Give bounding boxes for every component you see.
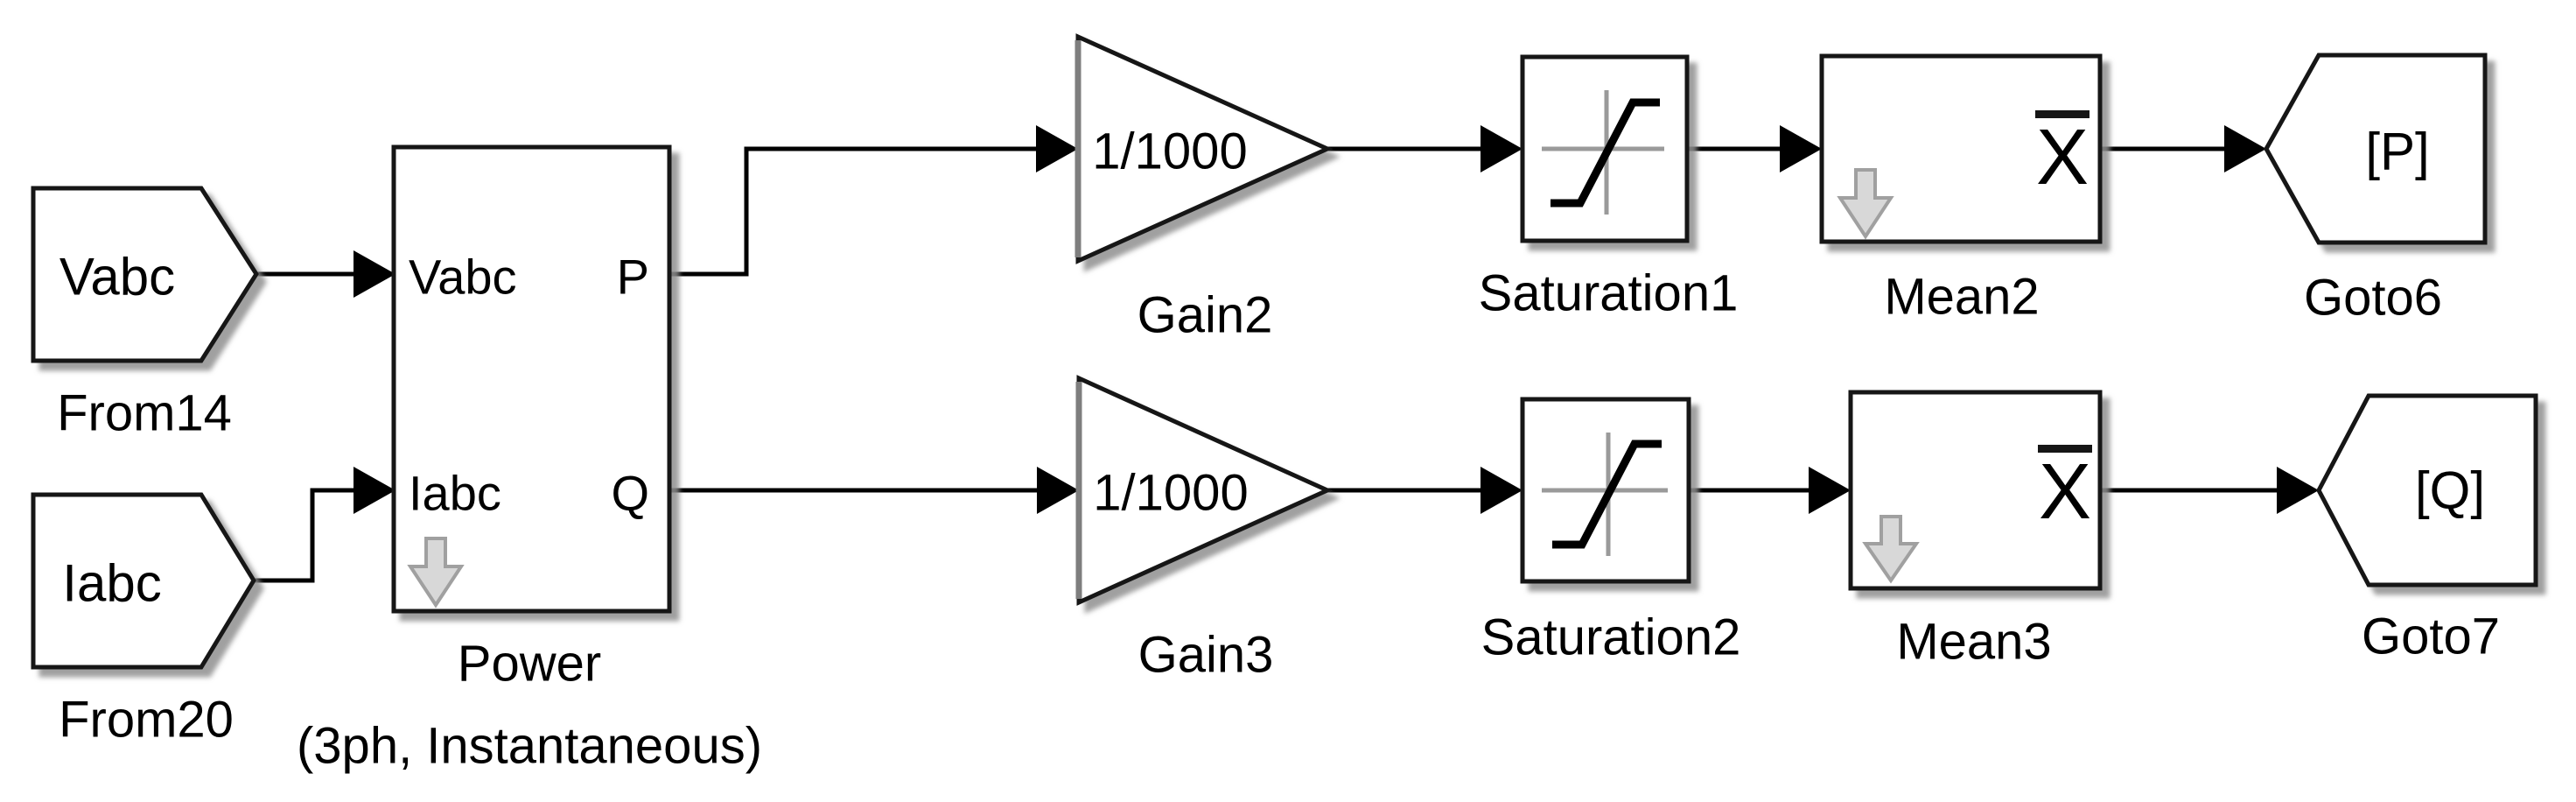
block-from14[interactable]: Vabc: [31, 186, 259, 363]
wire-power-p-to-gain2[interactable]: [669, 125, 1078, 277]
block-label-power-line1: Power: [458, 636, 601, 693]
arrowhead-icon: [354, 250, 396, 298]
arrowhead-icon: [1480, 467, 1522, 514]
mean3-xbar-text: X: [2039, 448, 2091, 536]
block-label-power-line2: (3ph, Instantaneous): [297, 718, 762, 775]
arrowhead-icon: [1037, 467, 1079, 514]
gain3-value-text: 1/1000: [1093, 465, 1248, 522]
wire-mean2-to-goto6[interactable]: [2100, 125, 2266, 172]
block-gain3[interactable]: 1/1000: [1075, 375, 1334, 606]
arrowhead-icon: [354, 467, 396, 514]
wire-power-q-to-gain3[interactable]: [669, 467, 1079, 514]
block-goto6[interactable]: [P]: [2264, 53, 2488, 245]
wire-from20-to-power-iabc[interactable]: [254, 467, 396, 583]
block-power-3ph-instantaneous[interactable]: Vabc P Iabc Q: [391, 144, 672, 614]
block-label-from14: From14: [57, 385, 232, 442]
block-label-goto6: Goto6: [2304, 270, 2442, 327]
goto7-tag-text: [Q]: [2415, 461, 2485, 520]
arrowhead-icon: [2277, 467, 2319, 514]
power-outport-p-label: P: [617, 250, 649, 305]
power-outport-q-label: Q: [611, 466, 649, 521]
block-label-gain3: Gain3: [1138, 627, 1274, 684]
saturation-curve-icon: [1542, 90, 1664, 215]
sample-time-down-arrow-icon: [1862, 515, 1920, 584]
saturation-curve-icon: [1542, 433, 1668, 556]
wire-from14-to-power-vabc[interactable]: [256, 250, 396, 298]
mean3-overbar: [2038, 445, 2092, 453]
block-mean2[interactable]: X: [1819, 53, 2103, 244]
block-goto7[interactable]: [Q]: [2316, 393, 2538, 587]
block-label-from20: From20: [59, 692, 234, 749]
goto6-tag-text: [P]: [2365, 123, 2429, 181]
block-label-goto7: Goto7: [2362, 609, 2500, 665]
block-label-saturation1: Saturation1: [1479, 265, 1739, 322]
wire-mean3-to-goto7[interactable]: [2100, 467, 2319, 514]
block-label-gain2: Gain2: [1138, 287, 1273, 344]
from14-tag-text: Vabc: [60, 248, 175, 306]
power-inport-vabc-label: Vabc: [409, 250, 516, 305]
from20-tag-text: Iabc: [62, 554, 161, 613]
block-from20[interactable]: Iabc: [31, 492, 256, 670]
gain2-value-text: 1/1000: [1092, 123, 1247, 180]
wire-saturation2-to-mean3[interactable]: [1689, 467, 1851, 514]
block-gain2[interactable]: 1/1000: [1074, 33, 1334, 264]
wire-gain3-to-saturation2[interactable]: [1327, 467, 1522, 514]
arrowhead-icon: [2224, 125, 2266, 172]
block-label-mean3: Mean3: [1896, 614, 2051, 671]
arrowhead-icon: [1036, 125, 1078, 172]
block-label-saturation2: Saturation2: [1481, 609, 1741, 666]
block-label-mean2: Mean2: [1884, 269, 2039, 326]
power-inport-iabc-label: Iabc: [409, 466, 501, 521]
wire-saturation1-to-mean2[interactable]: [1687, 125, 1822, 172]
arrowhead-icon: [1780, 125, 1822, 172]
arrowhead-icon: [1480, 125, 1522, 172]
arrowhead-icon: [1809, 467, 1851, 514]
block-saturation1[interactable]: [1520, 54, 1690, 243]
wire-gain2-to-saturation1[interactable]: [1327, 125, 1522, 172]
mean2-overbar: [2035, 110, 2090, 118]
block-mean3[interactable]: X: [1848, 390, 2103, 591]
block-saturation2[interactable]: [1520, 397, 1691, 584]
mean2-xbar-text: X: [2036, 114, 2089, 201]
sample-time-down-arrow-icon: [407, 537, 465, 609]
sample-time-down-arrow-icon: [1837, 168, 1894, 240]
